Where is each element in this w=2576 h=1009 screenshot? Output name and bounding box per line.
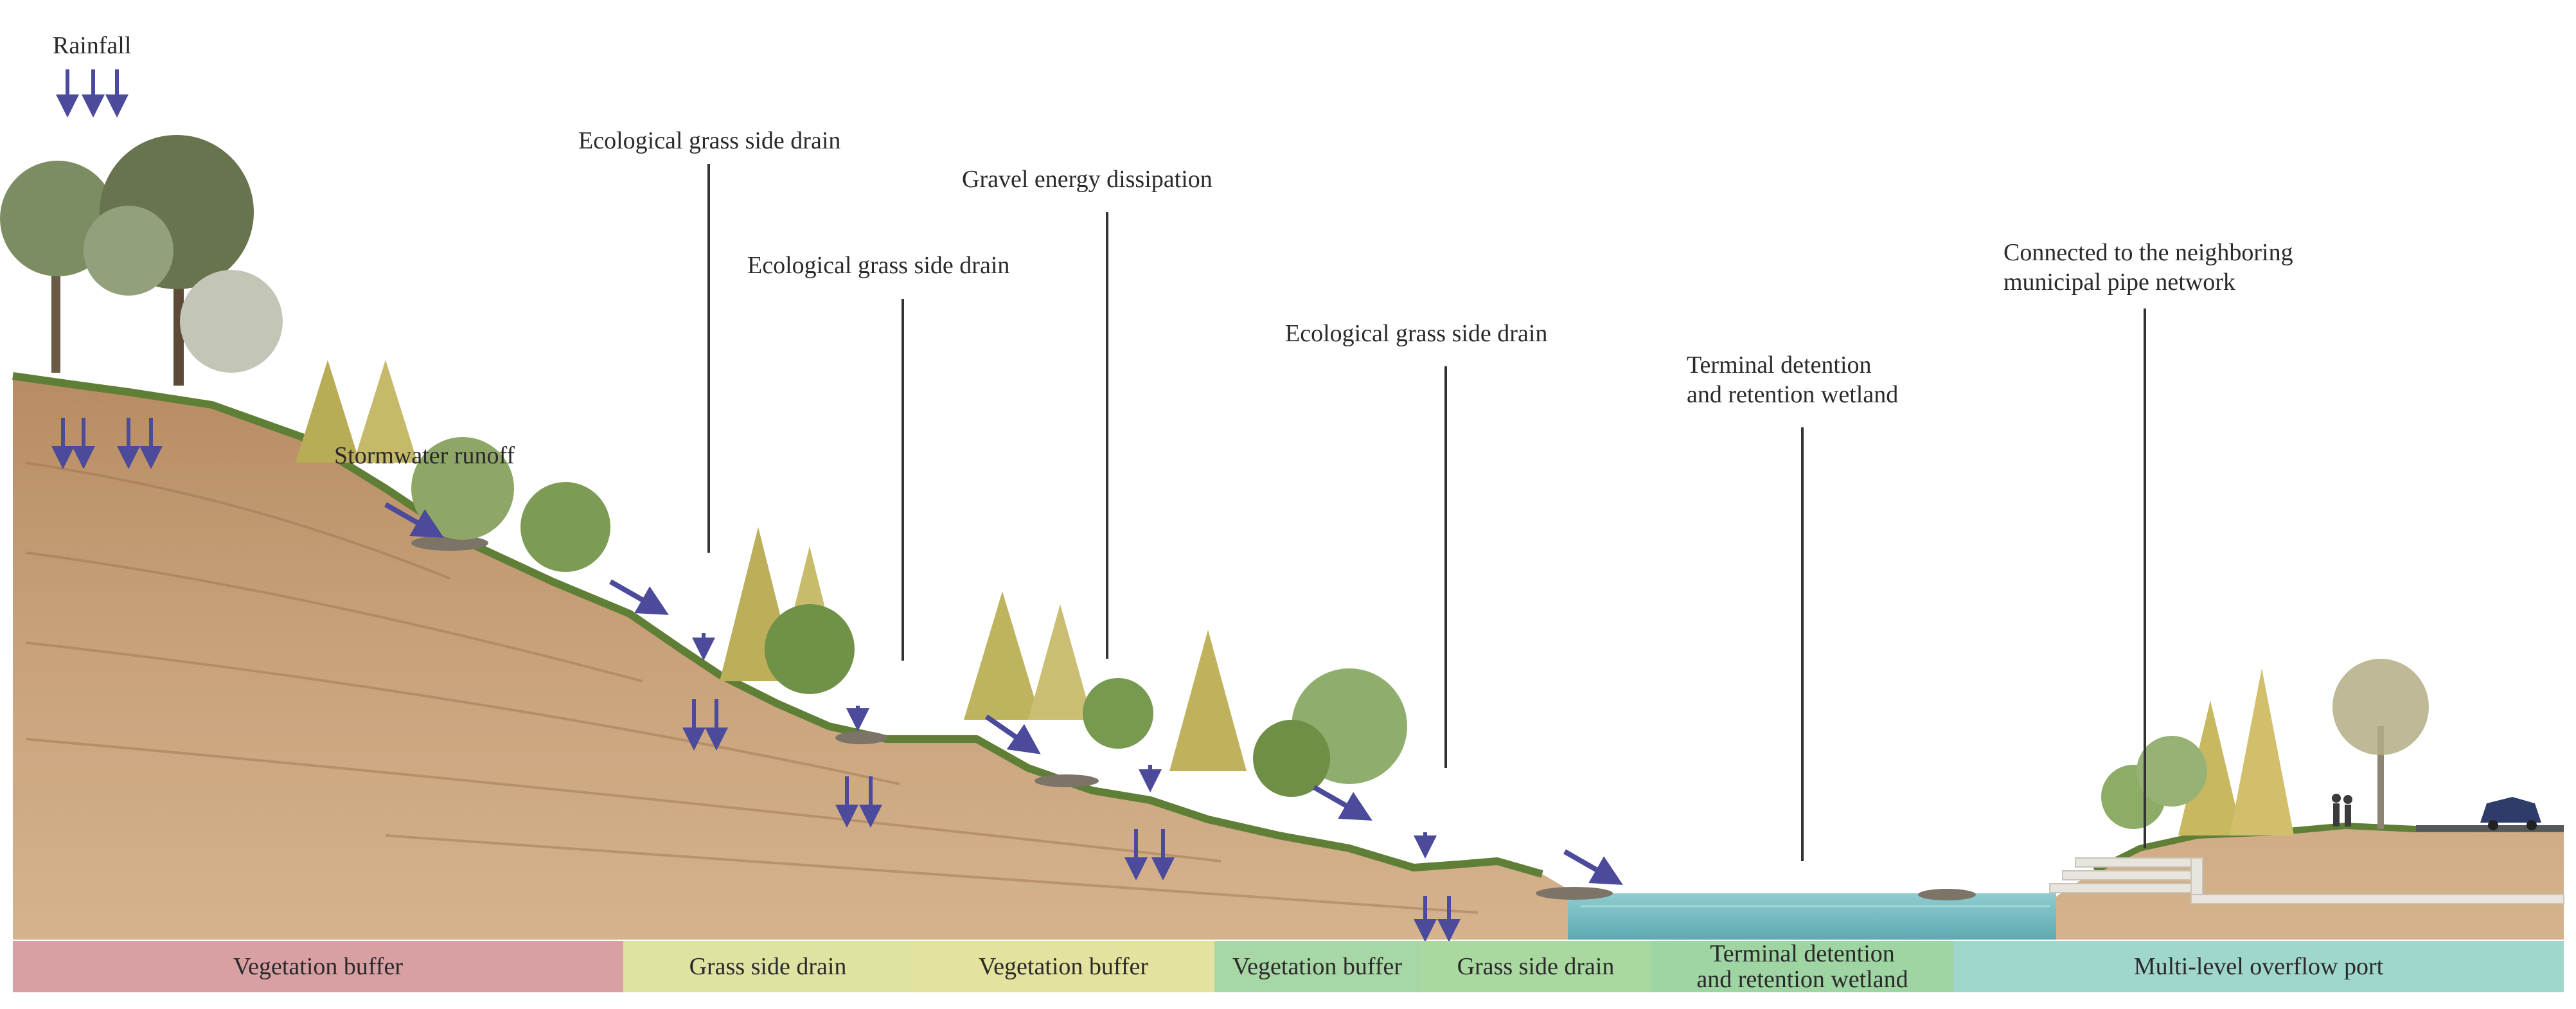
band-multilevel-overflow: Multi-level overflow port	[1953, 941, 2564, 992]
band-grass-side-drain-1: Grass side drain	[623, 941, 912, 992]
stormwater-runoff-label: Stormwater runoff	[334, 441, 515, 470]
zone-legend-bar: Vegetation buffer Grass side drain Veget…	[13, 941, 2564, 992]
band-vegetation-buffer-1: Vegetation buffer	[13, 941, 623, 992]
rainfall-label: Rainfall	[53, 31, 131, 60]
pedestrian-icon	[2332, 794, 2352, 826]
band-vegetation-buffer-2: Vegetation buffer	[912, 941, 1214, 992]
band-terminal-line1: Terminal detention	[1710, 941, 1895, 967]
ecological-drain-label-2: Ecological grass side drain	[747, 251, 1009, 280]
gravel-energy-label: Gravel energy dissipation	[962, 165, 1212, 194]
band-terminal-line2: and retention wetland	[1696, 967, 1908, 992]
wetland-water	[1568, 893, 2056, 940]
ecological-drain-label-3: Ecological grass side drain	[1285, 319, 1547, 348]
rain-arrow-icon	[67, 69, 117, 106]
terminal-wetland-label: Terminal detention and retention wetland	[1687, 350, 1898, 409]
band-terminal-wetland: Terminal detention and retention wetland	[1651, 941, 1953, 992]
ecological-drain-label-1: Ecological grass side drain	[578, 126, 840, 156]
terminal-wetland-line1: Terminal detention	[1687, 350, 1898, 380]
band-grass-side-drain-2: Grass side drain	[1420, 941, 1651, 992]
band-vegetation-buffer-3: Vegetation buffer	[1214, 941, 1420, 992]
connected-network-label: Connected to the neighboring municipal p…	[2003, 238, 2293, 297]
connected-network-line2: municipal pipe network	[2003, 267, 2293, 297]
terminal-wetland-line2: and retention wetland	[1687, 380, 1898, 409]
connected-network-line1: Connected to the neighboring	[2003, 238, 2293, 267]
